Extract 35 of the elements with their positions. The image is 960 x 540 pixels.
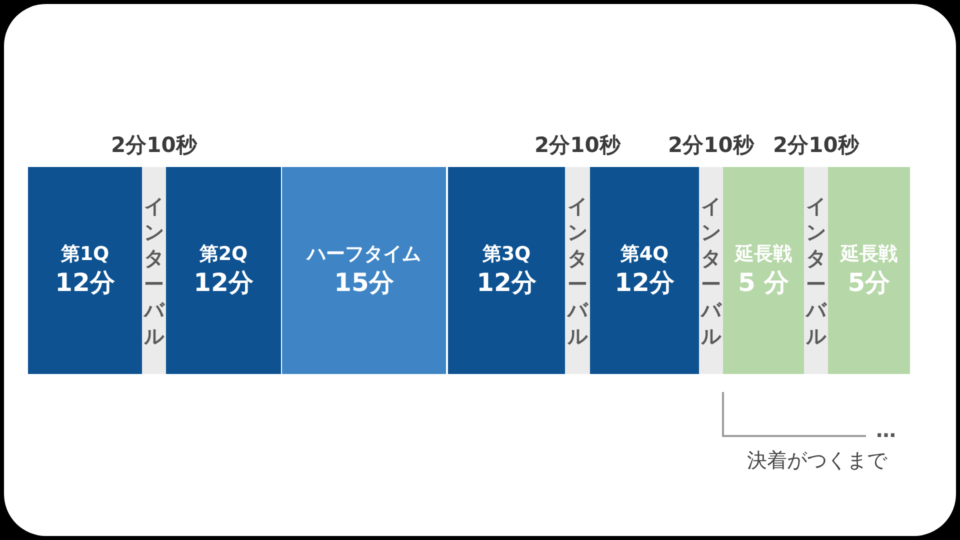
period-duration: 12分 xyxy=(614,266,674,299)
halftime-block xyxy=(282,167,446,374)
period-duration: 12分 xyxy=(476,266,536,299)
period-name: 延長戦 xyxy=(840,242,898,267)
quarter-block xyxy=(590,167,699,374)
quarter-block xyxy=(448,167,565,374)
quarter-block xyxy=(28,167,142,374)
duration-label: 2分10秒 xyxy=(111,133,197,158)
quarter-block xyxy=(166,167,281,374)
interval-bar xyxy=(699,167,723,374)
interval-bar xyxy=(565,167,590,374)
period-name: 延長戦 xyxy=(735,242,792,267)
ellipsis-text: … xyxy=(876,418,896,442)
interval-label: インターバル xyxy=(701,192,721,348)
overtime-block xyxy=(723,167,804,374)
duration-label: 2分10秒 xyxy=(668,133,754,158)
period-duration: 5分 xyxy=(848,266,890,299)
period-duration: 12分 xyxy=(55,266,115,299)
period-name: 第3Q xyxy=(482,242,531,267)
period-name: 第2Q xyxy=(199,242,248,267)
interval-label: インターバル xyxy=(568,192,588,348)
period-duration: 12分 xyxy=(194,266,254,299)
interval-bar xyxy=(804,167,828,374)
period-duration: 5 分 xyxy=(738,266,790,299)
duration-label: 2分10秒 xyxy=(773,133,859,158)
overtime-block xyxy=(828,167,910,374)
period-name: 第4Q xyxy=(620,242,669,267)
note-text: 決着がつくまで xyxy=(747,448,887,472)
interval-label: インターバル xyxy=(806,192,826,348)
period-duration: 15分 xyxy=(334,266,394,299)
interval-label: インターバル xyxy=(144,192,164,348)
duration-label: 2分10秒 xyxy=(534,133,620,158)
period-name: ハーフタイム xyxy=(307,242,421,267)
interval-bar xyxy=(142,167,166,374)
period-name: 第1Q xyxy=(60,242,110,267)
